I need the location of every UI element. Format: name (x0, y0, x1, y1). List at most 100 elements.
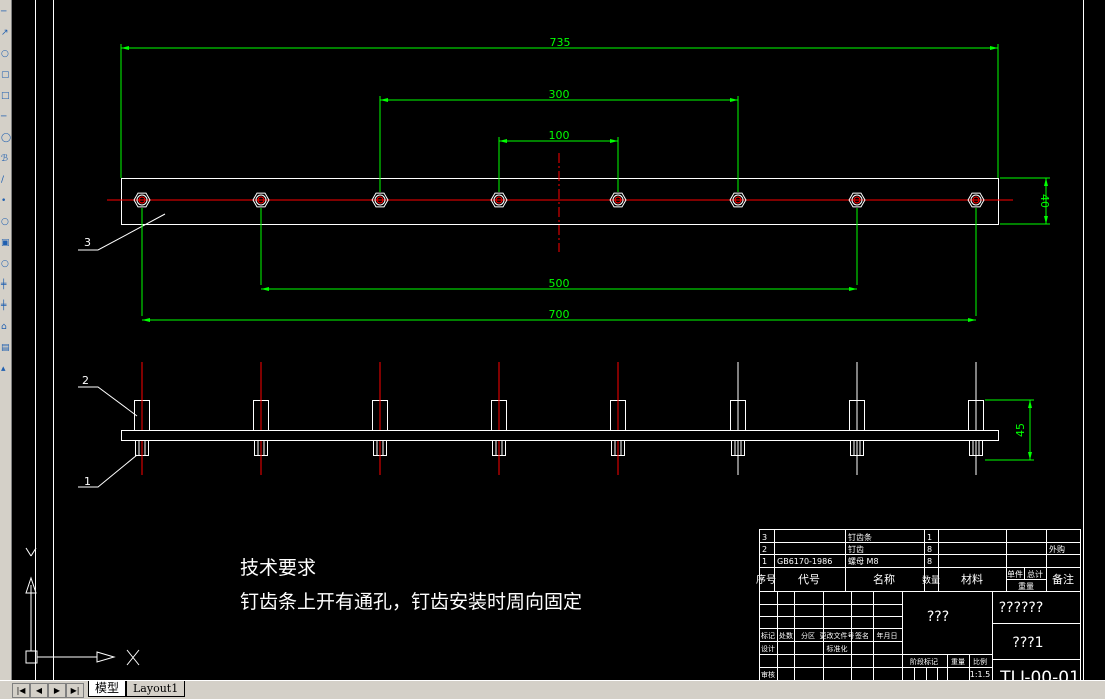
hole-circle (376, 196, 384, 204)
last-tab-button[interactable]: ▶| (66, 683, 84, 698)
title-block-text: 3 (762, 533, 767, 542)
hole-circle (614, 196, 622, 204)
title-block-text: 1 (762, 557, 767, 566)
notes-title: 技术要求 (240, 557, 316, 579)
title-block (759, 529, 1081, 680)
nut-hex (252, 192, 270, 208)
nut-hex (490, 192, 508, 208)
title-block-text: ??? (927, 609, 949, 625)
title-block-text: 审核 (761, 670, 775, 679)
title-block-text: 重量 (951, 658, 965, 666)
layout-tab-bar: |◀ ◀ ▶ ▶| 模型 Layout1 (0, 680, 1105, 699)
toolbar-tool-icon[interactable]: ○ (1, 49, 9, 59)
prev-tab-button[interactable]: ◀ (30, 683, 48, 698)
title-block-text: 年月日 (877, 631, 898, 640)
dim-45: 45 (1014, 423, 1027, 437)
nut-circle (970, 194, 982, 206)
hole-circle (853, 196, 861, 204)
nut-circle (374, 194, 386, 206)
title-block-text: 1:1.5 (970, 670, 991, 679)
toolbar-tool-icon[interactable]: ▴ (1, 364, 6, 374)
title-block-text: 重量 (1018, 581, 1034, 591)
title-block-text: 外购 (1049, 544, 1065, 554)
title-block-text: TLJ-00-01 (999, 668, 1080, 680)
dim-700: 700 (549, 308, 570, 321)
leader-1 (78, 454, 138, 488)
title-block-text: 处数 (779, 631, 793, 640)
dim-100: 100 (549, 129, 570, 142)
nut-hex (371, 192, 389, 208)
title-block-text: 单件 (1007, 569, 1023, 579)
title-block-text: 总计 (1027, 569, 1043, 579)
toolbar-tool-icon[interactable]: ℬ (1, 154, 9, 164)
title-block-text: 数量 (922, 574, 940, 586)
hole-circle (138, 196, 146, 204)
dim-40: 40 (1038, 194, 1051, 208)
nut-hex (133, 192, 151, 208)
nut-circle (136, 194, 148, 206)
title-block-text: 8 (927, 545, 932, 554)
nut-circle (493, 194, 505, 206)
tab-model[interactable]: 模型 (88, 681, 127, 697)
notes-line1: 钉齿条上开有通孔，钉齿安装时周向固定 (240, 591, 582, 613)
title-block-text: 分区 (801, 631, 815, 640)
part-label-2: 2 (82, 374, 89, 387)
title-block-text: 设计 (761, 644, 775, 653)
hole-circle (734, 196, 742, 204)
draw-toolbar: ─ ↗ ○ ▢ □ ─ ◯ ℬ / • ○ ▣ ○ ╪ ╪ ⌂ ▤ ▴ (0, 0, 12, 680)
dim-500: 500 (549, 277, 570, 290)
part-label-3: 3 (84, 236, 91, 249)
toolbar-tool-icon[interactable]: ╪ (1, 301, 7, 311)
nut-hex (848, 192, 866, 208)
title-block-text: 名称 (873, 572, 895, 586)
title-block-text: 序号 (756, 573, 776, 586)
title-block-text: 材料 (961, 572, 983, 586)
toolbar-tool-icon[interactable]: ╪ (1, 280, 7, 290)
title-block-text: 8 (927, 557, 932, 566)
toolbar-tool-icon[interactable]: ○ (1, 217, 9, 227)
dim-300: 300 (549, 88, 570, 101)
toolbar-tool-icon[interactable]: ◯ (1, 133, 12, 143)
title-block-text: 比例 (973, 657, 987, 666)
nut-hex (967, 192, 985, 208)
toolbar-tool-icon[interactable]: ▢ (1, 70, 10, 80)
toolbar-tool-icon[interactable]: ↗ (1, 28, 9, 38)
first-tab-button[interactable]: |◀ (12, 683, 30, 698)
title-block-text: ???1 (1012, 635, 1043, 651)
leader-3 (78, 213, 166, 251)
next-tab-button[interactable]: ▶ (48, 683, 66, 698)
drawing-canvas[interactable]: 735 300 100 500 700 40 45 3 2 1 技术要求 钉齿条… (12, 0, 1105, 680)
toolbar-tool-icon[interactable]: ▣ (1, 238, 10, 248)
plate-top-view (121, 178, 999, 225)
title-block-text: 钉齿条 (848, 532, 872, 542)
nut-circle (255, 194, 267, 206)
hole-circle (257, 196, 265, 204)
hole-circle (972, 196, 980, 204)
toolbar-tool-icon[interactable]: • (1, 196, 7, 206)
title-block-text: 阶段标记 (910, 657, 938, 666)
title-block-text: 钉齿 (848, 544, 864, 554)
toolbar-tool-icon[interactable]: □ (1, 91, 10, 101)
nut-circle (732, 194, 744, 206)
nut-hex (609, 192, 627, 208)
nut-circle (612, 194, 624, 206)
nut-hex (729, 192, 747, 208)
toolbar-tool-icon[interactable]: ▤ (1, 343, 10, 353)
plate-front-view (121, 430, 999, 441)
part-label-1: 1 (84, 475, 91, 488)
toolbar-tool-icon[interactable]: ○ (1, 259, 9, 269)
ucs-icon (25, 547, 140, 666)
toolbar-tool-icon[interactable]: / (1, 175, 5, 185)
title-block-text: 标记 (761, 631, 775, 640)
toolbar-tool-icon[interactable]: ─ (1, 112, 7, 122)
toolbar-tool-icon[interactable]: ─ (1, 7, 7, 17)
title-block-text: GB6170-1986 (777, 557, 832, 566)
title-block-text: 备注 (1052, 572, 1074, 586)
hole-circle (495, 196, 503, 204)
title-block-text: 更改文件号 (820, 631, 855, 640)
tab-layout1[interactable]: Layout1 (126, 681, 186, 697)
toolbar-tool-icon[interactable]: ⌂ (1, 322, 7, 332)
dim-735: 735 (550, 36, 571, 49)
nut-circle (851, 194, 863, 206)
title-block-text: ?????? (999, 600, 1044, 616)
